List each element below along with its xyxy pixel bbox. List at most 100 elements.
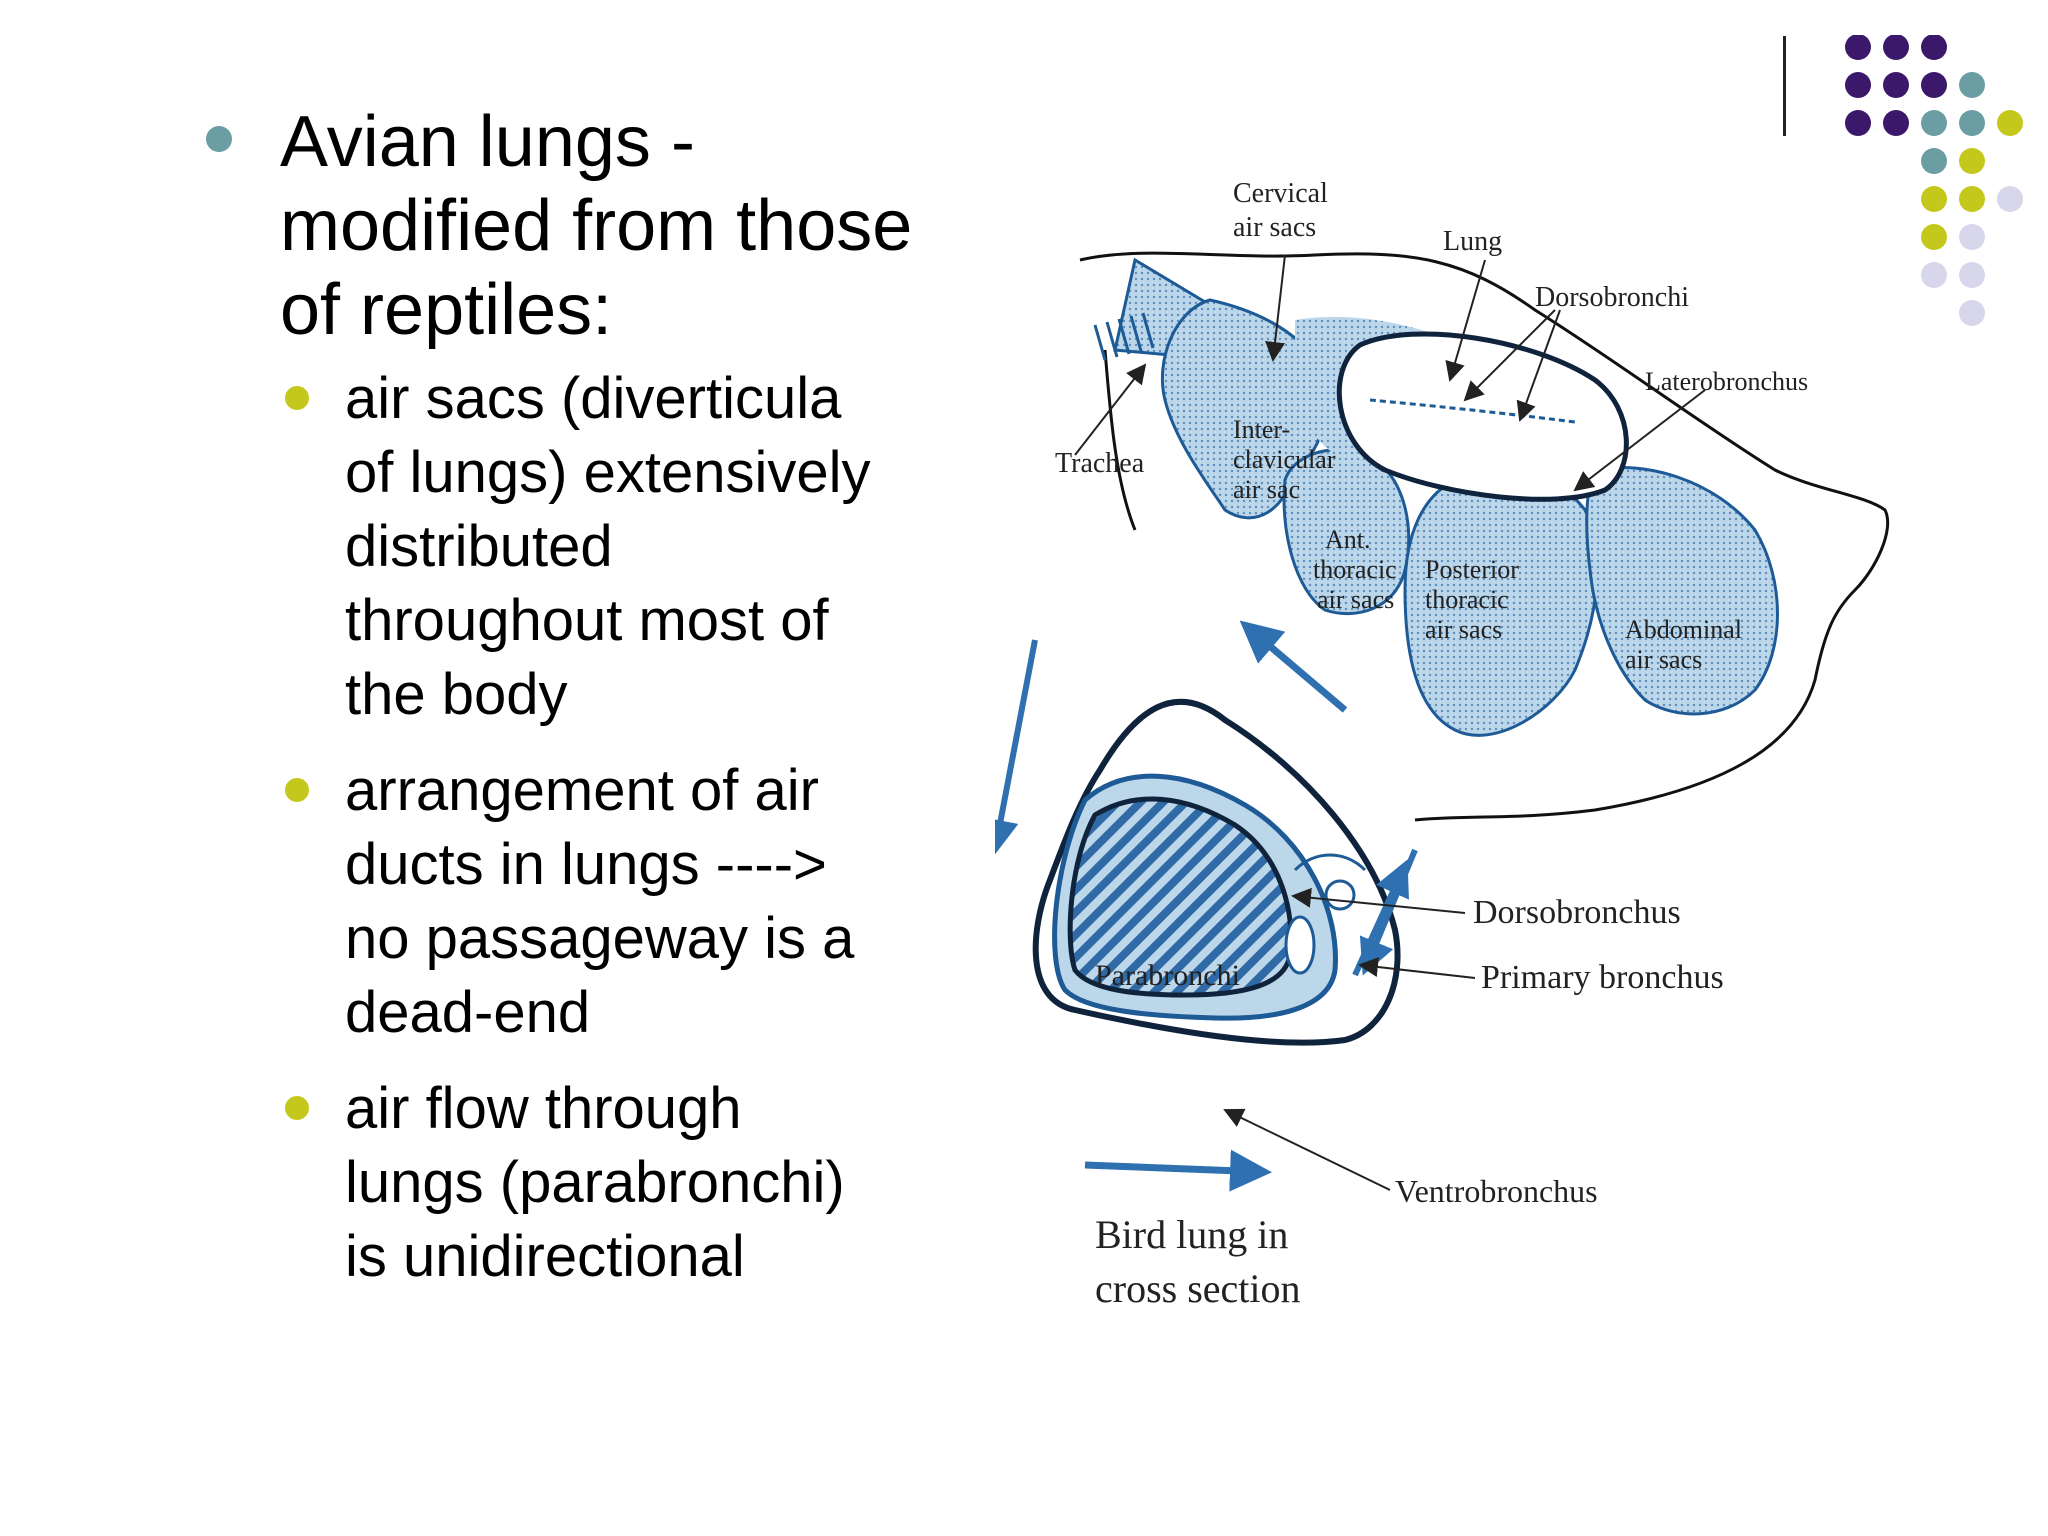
label-abdominal-1: Abdominal xyxy=(1625,615,1742,644)
decorative-dot xyxy=(1959,300,1985,326)
primary-bronchus-leader xyxy=(1358,957,1476,979)
label-cervical-1: Cervical xyxy=(1233,178,1328,209)
sub-bullet-air-ducts: arrangement of air ducts in lungs ----> … xyxy=(200,754,960,1050)
bullet-icon xyxy=(285,778,309,802)
trachea-rings xyxy=(1093,312,1155,361)
flow-arrow-right-up xyxy=(1352,859,1409,977)
label-laterobronchus: Laterobronchus xyxy=(1645,367,1808,396)
decorative-dot xyxy=(1921,186,1947,212)
cervical-leader xyxy=(1265,254,1286,362)
sub-bullet-line: dead-end xyxy=(345,980,591,1045)
sub-bullet-line: distributed xyxy=(345,514,613,579)
sub-bullet-line: the body xyxy=(345,662,568,727)
decorative-dot-grid xyxy=(1845,35,2023,326)
label-lung: Lung xyxy=(1443,226,1502,257)
sub-bullet-text: arrangement of air ducts in lungs ----> … xyxy=(345,754,965,1050)
parabronchi-hatched xyxy=(1067,796,1294,998)
label-interclavicular-1: Inter- xyxy=(1233,415,1290,444)
flow-arrow-top xyxy=(1239,620,1348,713)
sub-bullet-line: air sacs (diverticula xyxy=(345,366,842,431)
sub-bullet-line: ducts in lungs ----> xyxy=(345,832,827,897)
decorative-dot xyxy=(1921,110,1947,136)
decorative-dot xyxy=(1997,110,2023,136)
sub-bullet-line: arrangement of air xyxy=(345,758,819,823)
caption-line-1: Bird lung in xyxy=(1095,1212,1288,1257)
label-ant-thoracic-1: Ant. xyxy=(1325,525,1371,554)
bullet-icon xyxy=(285,1096,309,1120)
main-bullet-text: Avian lungs - modified from those of rep… xyxy=(280,100,960,352)
bird-lung-diagram: Cervical air sacs Lung Dorsobronchi Late… xyxy=(995,178,1890,1311)
decorative-dot xyxy=(1921,35,1947,60)
top-diagram: Cervical air sacs Lung Dorsobronchi Late… xyxy=(1055,178,1890,822)
decorative-dot xyxy=(1883,72,1909,98)
decorative-dot xyxy=(1883,110,1909,136)
sub-bullet-text: air sacs (diverticula of lungs) extensiv… xyxy=(345,362,965,732)
decorative-dot xyxy=(1921,72,1947,98)
sub-bullet-text: air flow through lungs (parabronchi) is … xyxy=(345,1072,965,1294)
sub-bullet-list: air sacs (diverticula of lungs) extensiv… xyxy=(200,362,960,1294)
sub-bullet-line: is unidirectional xyxy=(345,1224,745,1289)
sub-bullet-air-flow: air flow through lungs (parabronchi) is … xyxy=(200,1072,960,1294)
sub-bullet-air-sacs: air sacs (diverticula of lungs) extensiv… xyxy=(200,362,960,732)
abdominal-air-sac xyxy=(1585,466,1779,716)
flow-arrow-bottom xyxy=(1084,1149,1272,1192)
label-cervical-2: air sacs xyxy=(1233,212,1316,243)
main-bullet: Avian lungs - modified from those of rep… xyxy=(200,100,960,352)
label-abdominal-2: air sacs xyxy=(1625,645,1702,674)
decorative-dot xyxy=(1845,72,1871,98)
decorative-dot xyxy=(1997,186,2023,212)
decorative-rule xyxy=(1783,36,1786,136)
decorative-dot xyxy=(1959,72,1985,98)
label-ant-thoracic-2: thoracic xyxy=(1313,555,1397,584)
main-bullet-line: modified from those xyxy=(280,186,913,266)
dorsobronchus-curve xyxy=(1293,853,1367,872)
decorative-dot xyxy=(1959,148,1985,174)
sub-bullet-line: lungs (parabronchi) xyxy=(345,1150,845,1215)
sub-bullet-line: no passageway is a xyxy=(345,906,855,971)
neck-outline xyxy=(1103,349,1137,531)
bullet-icon xyxy=(285,386,309,410)
laterobronchus-leader xyxy=(1573,389,1706,492)
dorsobronchi-leader-2 xyxy=(1516,309,1561,422)
ventrobronchus-leader xyxy=(1223,1108,1391,1191)
sub-bullet-line: of lungs) extensively xyxy=(345,440,871,505)
bird-lung-figure: Cervical air sacs Lung Dorsobronchi Late… xyxy=(995,150,1945,1330)
caption-line-2: cross section xyxy=(1095,1266,1301,1311)
label-trachea: Trachea xyxy=(1055,448,1145,479)
decorative-dot xyxy=(1921,262,1947,288)
dorsobronchus-leader xyxy=(1291,887,1466,914)
label-parabronchi: Parabronchi xyxy=(1095,959,1240,992)
decorative-dot xyxy=(1921,148,1947,174)
ventro-ring xyxy=(1284,915,1316,975)
label-posterior-thoracic-1: Posterior xyxy=(1425,555,1519,584)
flow-arrow-left xyxy=(995,639,1038,856)
label-posterior-thoracic-3: air sacs xyxy=(1425,615,1502,644)
label-interclavicular-3: air sac xyxy=(1233,475,1300,504)
decorative-dot xyxy=(1959,262,1985,288)
sub-bullet-line: air flow through xyxy=(345,1076,742,1141)
decorative-dot xyxy=(1845,35,1871,60)
decorative-dot xyxy=(1921,224,1947,250)
label-ant-thoracic-3: air sacs xyxy=(1317,585,1394,614)
primary-bronchus-ring xyxy=(1324,879,1356,911)
decorative-dot xyxy=(1959,224,1985,250)
label-posterior-thoracic-2: thoracic xyxy=(1425,585,1509,614)
main-bullet-line: Avian lungs - xyxy=(280,102,695,182)
decorative-dot xyxy=(1883,35,1909,60)
trachea-leader xyxy=(1074,363,1147,456)
bottom-diagram: Parabronchi Dorsobronchus Primary bronch… xyxy=(995,620,1724,1311)
label-ventrobronchus: Ventrobronchus xyxy=(1395,1173,1598,1209)
lung-leader xyxy=(1445,259,1486,382)
dorsobronchi-leader-1 xyxy=(1463,309,1556,402)
dorsobronchi-line xyxy=(1369,398,1576,424)
sub-bullet-line: throughout most of xyxy=(345,588,829,653)
main-bullet-line: of reptiles: xyxy=(280,270,613,350)
bullet-icon xyxy=(206,126,232,152)
body-outline xyxy=(1079,251,1890,822)
decorative-dot xyxy=(1845,110,1871,136)
label-dorsobronchus: Dorsobronchus xyxy=(1473,894,1681,931)
text-column: Avian lungs - modified from those of rep… xyxy=(200,100,960,1316)
lung-outline xyxy=(1336,331,1629,502)
label-dorsobronchi: Dorsobronchi xyxy=(1535,282,1689,313)
